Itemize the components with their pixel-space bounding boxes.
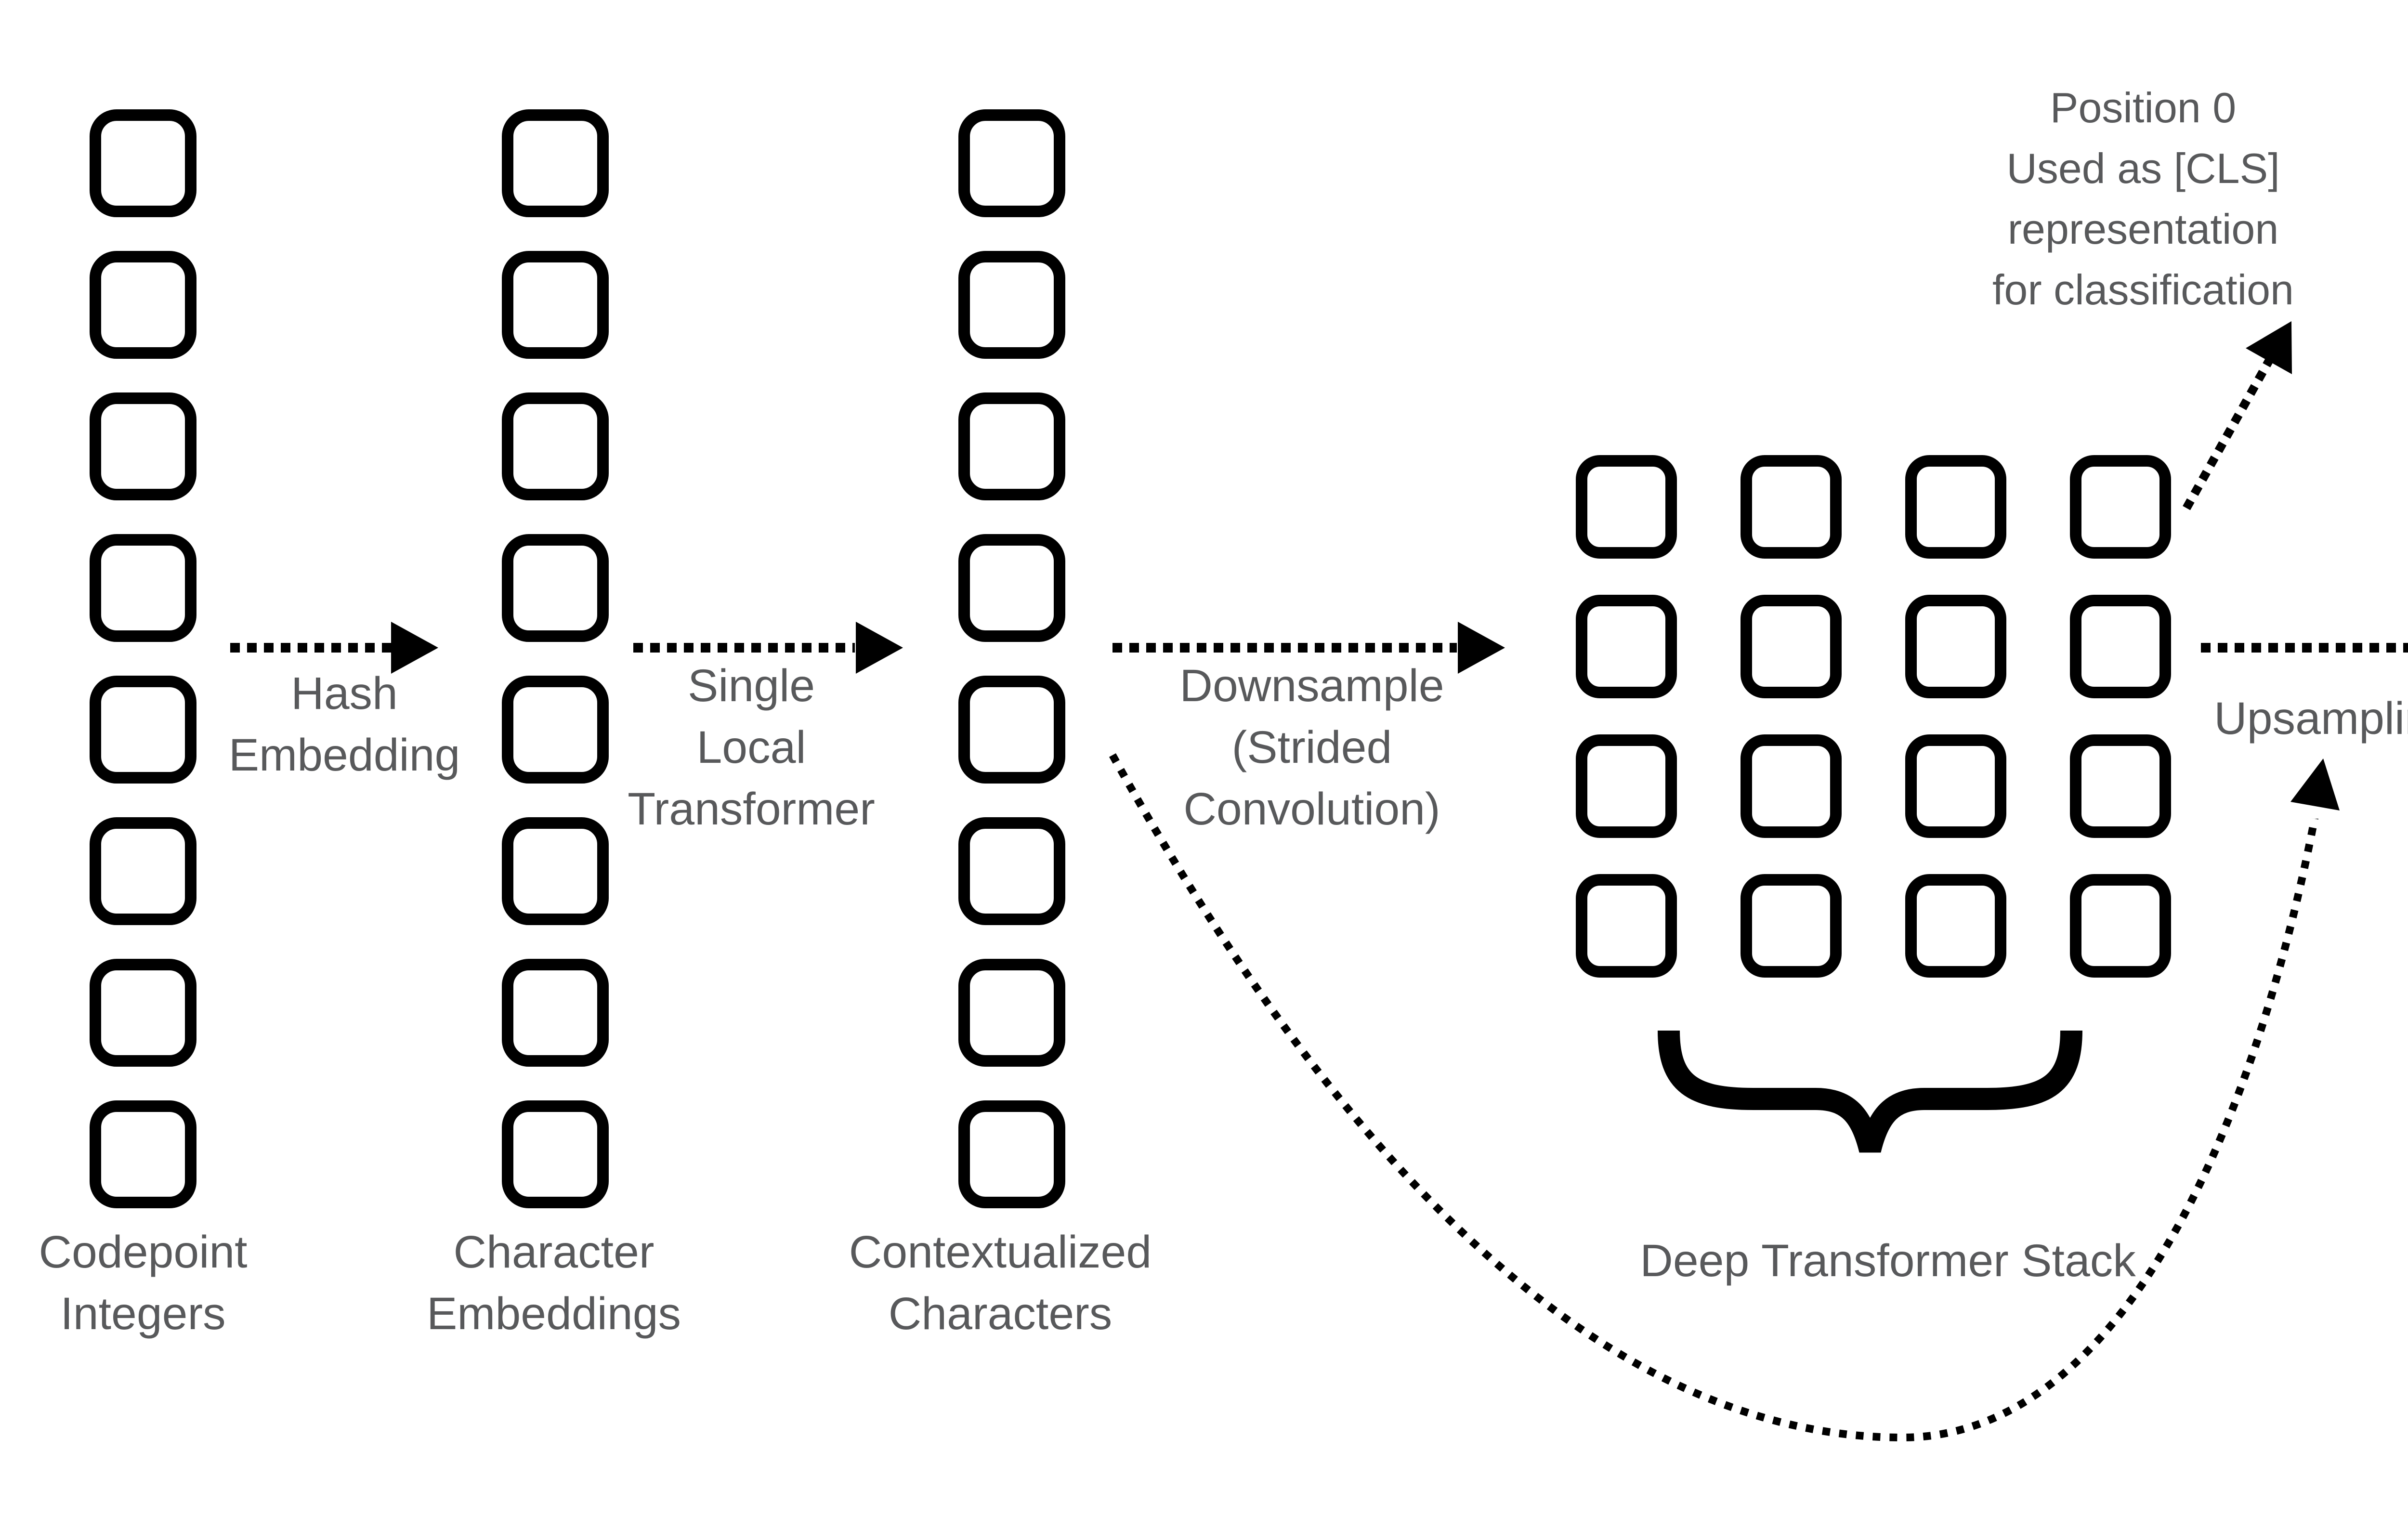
token-cell: [1905, 874, 2006, 978]
token-cell: [502, 1100, 609, 1208]
token-cell: [502, 109, 609, 217]
skip-connection-curve: [1109, 753, 2318, 1442]
token-cell: [1576, 734, 1677, 838]
token-cell: [958, 109, 1065, 217]
token-cell: [90, 817, 196, 925]
token-cell: [958, 392, 1065, 500]
single-local-transformer-arrowhead: [856, 622, 903, 674]
token-cell: [90, 392, 196, 500]
token-cell: [958, 251, 1065, 359]
token-cell: [1741, 874, 1842, 978]
token-cell: [1741, 734, 1842, 838]
upsampling-label: Upsampling: [2214, 693, 2408, 744]
token-cell: [502, 676, 609, 784]
cls-note: Position 0 Used as [CLS] representation …: [1992, 84, 2294, 314]
token-cell: [1905, 595, 2006, 698]
downsample-label: Downsample (Strided Convolution): [1179, 660, 1444, 835]
token-cell: [958, 676, 1065, 784]
brace-icon: [1658, 1030, 2082, 1153]
cls-arrow-line: [2183, 358, 2273, 510]
hash-embedding-label: Hash Embedding: [228, 668, 460, 781]
column-character-embeddings: [502, 109, 609, 1208]
column-contextualized-characters: [958, 109, 1065, 1208]
skip-connection-arrowhead: [2290, 758, 2340, 810]
concatenated-representations-label: Concatenated Representations: [2360, 1221, 2408, 1345]
codepoint-integers-label: Codepoint Integers: [39, 1227, 248, 1339]
downsample-arrowhead: [1458, 622, 1505, 674]
token-cell: [502, 392, 609, 500]
token-cell: [502, 817, 609, 925]
token-cell: [502, 251, 609, 359]
token-cell: [2070, 595, 2171, 698]
token-cell: [958, 534, 1065, 642]
token-cell: [2070, 734, 2171, 838]
token-cell: [1576, 455, 1677, 559]
token-cell: [502, 959, 609, 1067]
token-cell: [90, 251, 196, 359]
token-cell: [2070, 874, 2171, 978]
character-embeddings-label: Character Embeddings: [426, 1227, 681, 1339]
token-cell: [502, 534, 609, 642]
token-cell: [958, 817, 1065, 925]
token-cell: [1905, 734, 2006, 838]
token-cell: [2070, 455, 2171, 559]
token-cell: [1741, 595, 1842, 698]
column-codepoint-integers: [90, 109, 196, 1208]
token-cell: [90, 109, 196, 217]
single-local-transformer-label: Single Local Transformer: [628, 660, 875, 835]
token-cell: [958, 959, 1065, 1067]
token-cell: [1741, 455, 1842, 559]
token-cell: [90, 676, 196, 784]
token-cell: [90, 959, 196, 1067]
token-cell: [1576, 595, 1677, 698]
token-cell: [1576, 874, 1677, 978]
token-cell: [1905, 455, 2006, 559]
token-cell: [958, 1100, 1065, 1208]
hash-embedding-arrowhead: [391, 622, 438, 674]
token-cell: [90, 534, 196, 642]
deep-transformer-stack-label: Deep Transformer Stack: [1640, 1235, 2136, 1286]
cls-arrowhead: [2246, 321, 2292, 374]
token-cell: [90, 1100, 196, 1208]
deep-transformer-stack-grid: [1576, 455, 2171, 978]
contextualized-characters-label: Contextualized Characters: [849, 1227, 1152, 1339]
